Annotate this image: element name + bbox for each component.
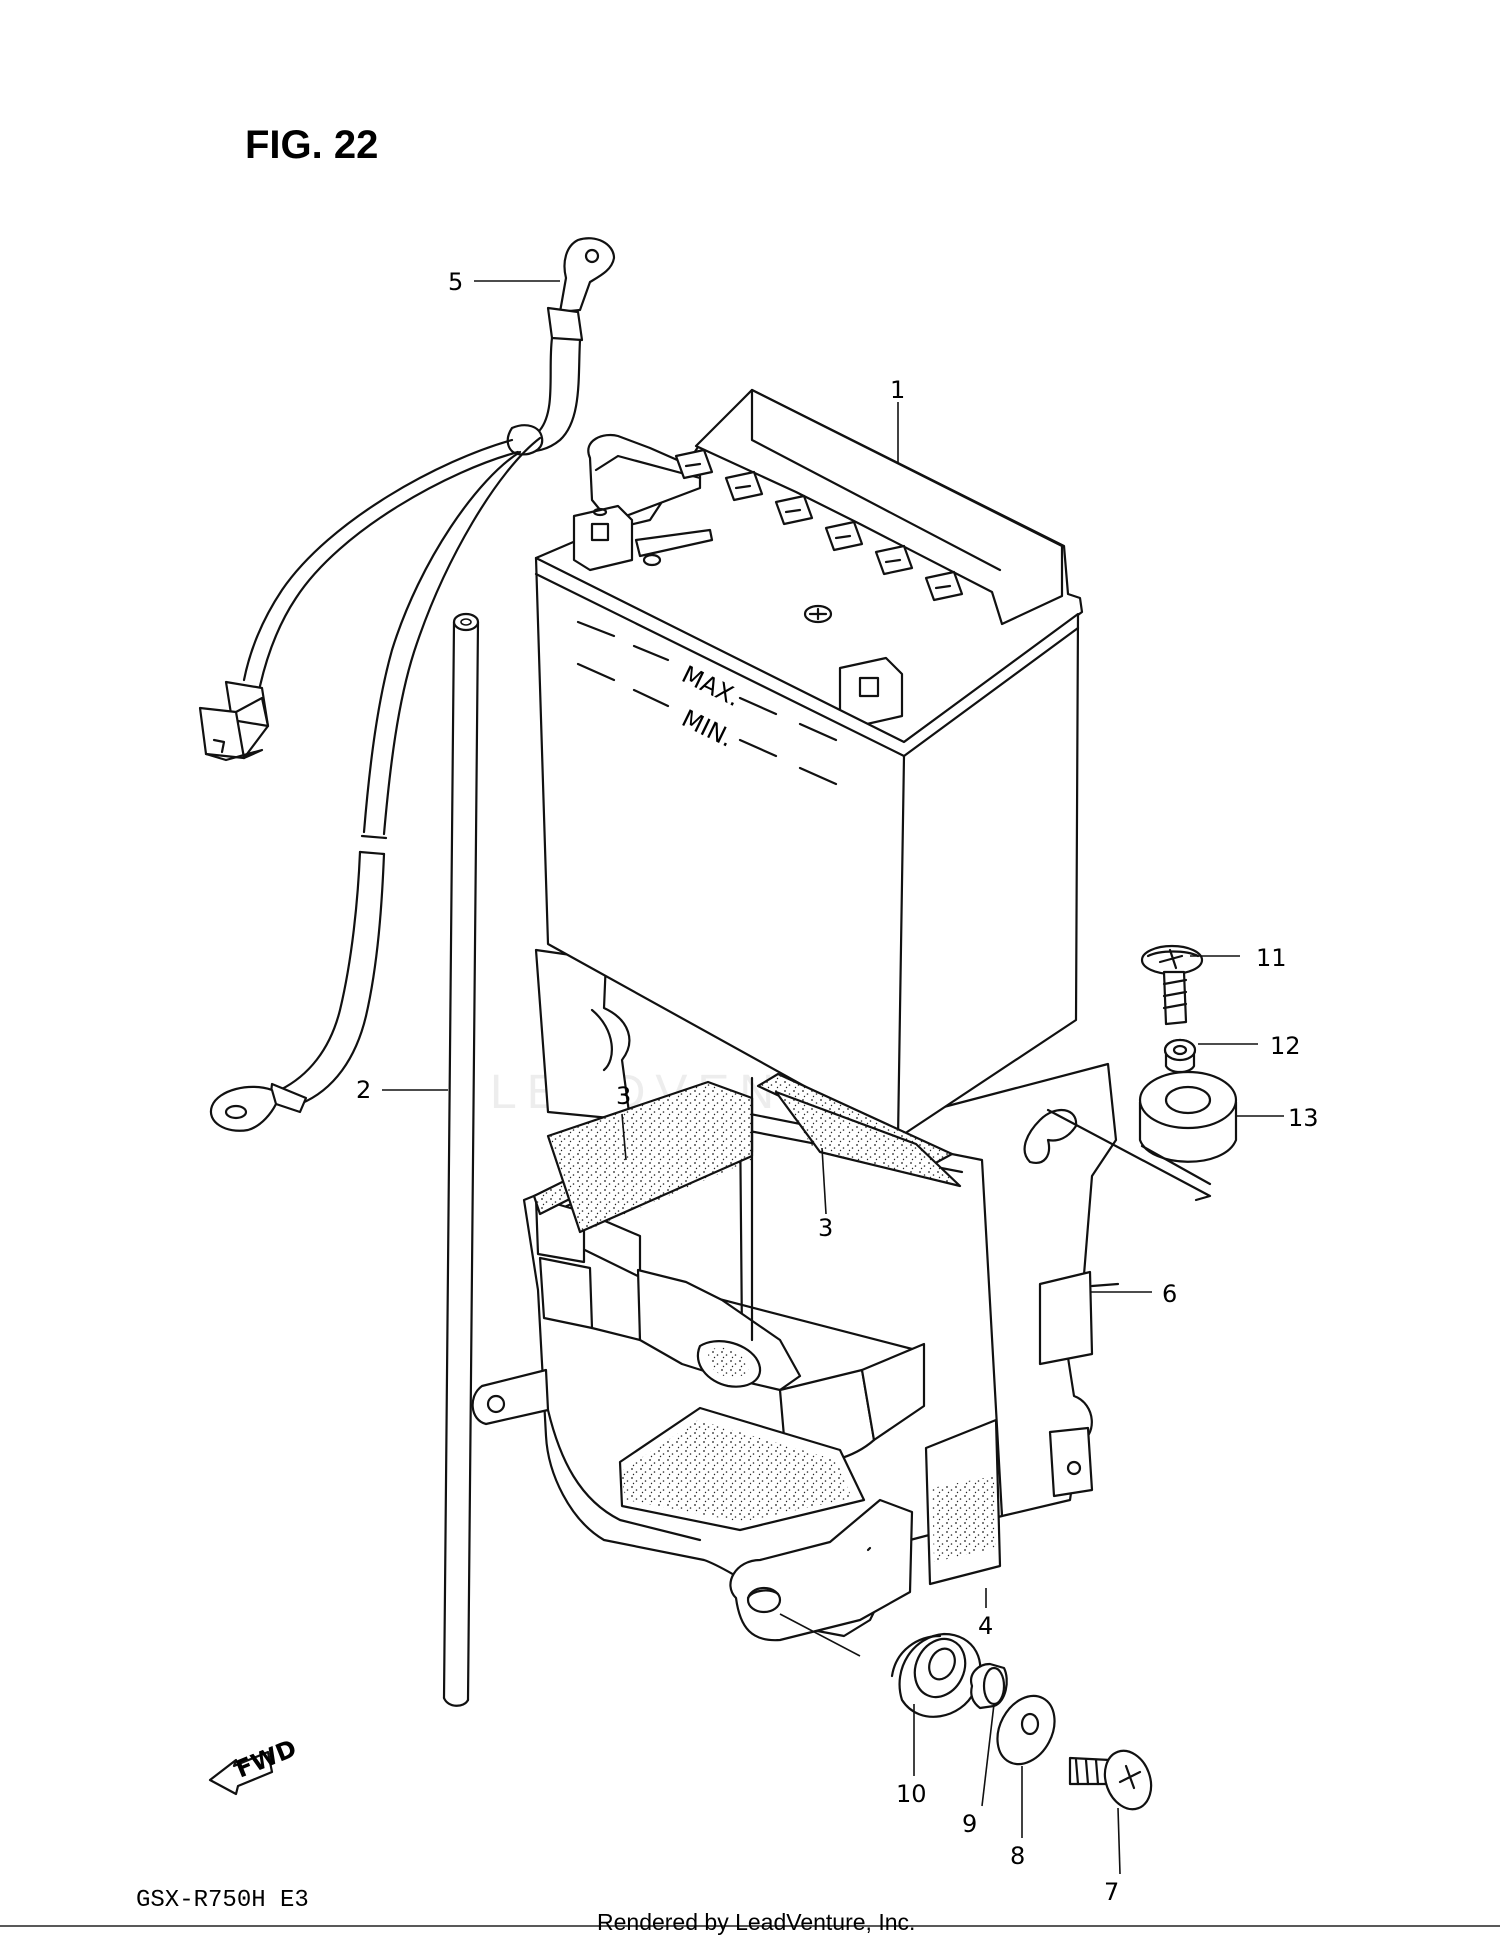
battery-part-1: MAX. MIN. (534, 388, 1084, 1140)
callout-4: 4 (978, 1612, 993, 1640)
callout-2: 2 (356, 1076, 371, 1104)
cell-caps (674, 448, 964, 602)
callout-3a: 3 (616, 1082, 631, 1110)
battery-cable-part-5 (198, 237, 616, 1132)
render-credit: Rendered by LeadVenture, Inc. (597, 1909, 915, 1935)
callout-9: 9 (962, 1810, 977, 1838)
callout-7: 7 (1104, 1878, 1119, 1906)
collar-part-9 (970, 1662, 1008, 1710)
callout-10: 10 (896, 1780, 927, 1808)
screw-part-11 (1140, 944, 1204, 1026)
callout-13: 13 (1288, 1104, 1319, 1132)
washer-part-8 (996, 1694, 1056, 1766)
level-marks (576, 620, 838, 786)
grommet-part-13 (1138, 1070, 1238, 1186)
forward-arrow-icon: FWD (208, 1734, 301, 1796)
callout-8: 8 (1010, 1842, 1025, 1870)
leader-lines (382, 280, 1284, 1875)
breather-tube-part-2 (442, 612, 480, 1707)
callout-1: 1 (890, 376, 905, 404)
callout-labels: 1 2 3 3 4 5 6 7 8 9 10 11 12 13 (356, 268, 1319, 1906)
bolt-part-7 (1068, 1749, 1153, 1811)
grommet-part-10 (890, 1632, 982, 1718)
callout-6: 6 (1162, 1280, 1177, 1308)
callout-11: 11 (1256, 944, 1287, 972)
callout-5: 5 (448, 268, 463, 296)
pad-part-3-visible (546, 1072, 962, 1342)
battery-holder-part-6 (471, 948, 1212, 1642)
forward-arrow-label: FWD (232, 1734, 301, 1783)
spacer-part-12 (1163, 1038, 1197, 1074)
callout-3b: 3 (818, 1214, 833, 1242)
model-code: GSX-R750H E3 (136, 1887, 309, 1914)
figure-title: FIG. 22 (245, 123, 378, 167)
callout-12: 12 (1270, 1032, 1301, 1060)
